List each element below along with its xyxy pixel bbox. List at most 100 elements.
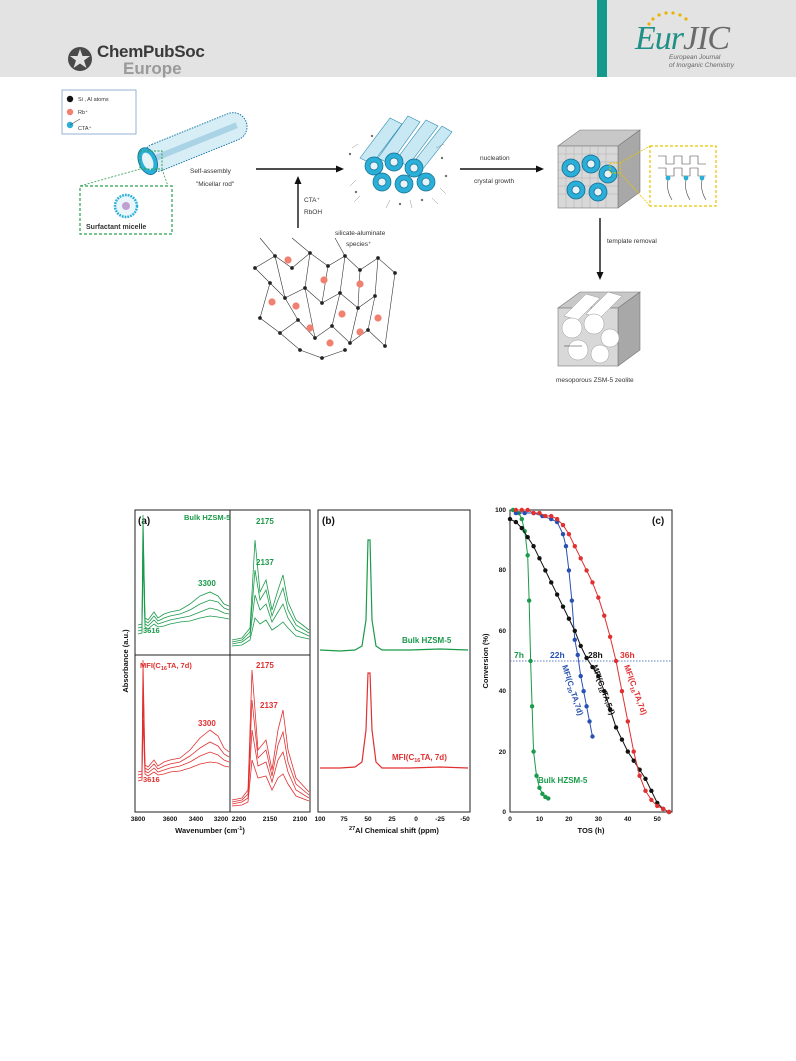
micellar-rod: [137, 112, 248, 175]
series-3-point: [607, 634, 613, 640]
series-1-point: [549, 516, 554, 522]
panel-b-label-bulk: Bulk HZSM-5: [402, 636, 452, 645]
crystal-growth-label: crystal growth: [474, 178, 514, 185]
panel-c-time-22h: 22h: [550, 650, 565, 660]
series-1-point: [563, 544, 569, 549]
legend-cta: CTA⁺: [78, 125, 92, 132]
arrow-self-assembly: [256, 165, 344, 173]
series-0-point: [546, 796, 551, 801]
series-3-point: [513, 507, 519, 513]
series-2-point: [513, 519, 519, 525]
results-figure: (a) Bulk HZSM-5 MFI(C16TA, 7d) 3616 3300…: [121, 507, 673, 835]
series-2-point: [590, 664, 595, 670]
svg-text:3200: 3200: [214, 816, 229, 823]
publisher-region: Europe: [123, 59, 182, 78]
panel-b-label-mfi: MFI(C16TA, 7d): [392, 753, 447, 764]
series-0-point: [537, 785, 542, 791]
series-2-point: [531, 544, 536, 549]
panel-c-time-36h: 36h: [620, 650, 635, 660]
panel-a-tag: (a): [138, 516, 150, 527]
template-removal-label: template removal: [607, 238, 657, 245]
series-1-point: [578, 673, 583, 679]
svg-text:20: 20: [565, 816, 573, 823]
svg-text:10: 10: [536, 816, 544, 823]
panel-c-conversion-chart: (c) 0 10 20 30 40 50 0 20 40 60 80 100 T…: [481, 507, 673, 835]
journal-jic: JIC: [683, 20, 730, 57]
series-3-point: [537, 510, 542, 516]
series-3-point: [596, 595, 601, 600]
series-0-point: [525, 553, 530, 558]
series-3-point: [631, 749, 636, 754]
series-2-point: [625, 749, 631, 754]
series-2-point: [554, 592, 560, 597]
zeolite-with-template: [557, 129, 717, 209]
series-3-point: [666, 809, 672, 815]
panel-a-top-2137: 2137: [256, 558, 274, 567]
panel-a-xlabel: Wavenumber (cm-1): [175, 826, 245, 835]
series-2-point: [566, 616, 572, 621]
legend-rb: Rb⁺: [78, 109, 88, 116]
series-3-point: [554, 516, 560, 522]
panel-a-top-title: Bulk HZSM-5: [184, 513, 230, 522]
legend-si-al: Si , Al atoms: [78, 97, 109, 103]
surfactant-micelle-inset: Surfactant micelle: [79, 150, 173, 235]
series-2-point: [631, 758, 636, 763]
series-0-point: [528, 658, 533, 664]
micellar-rod-label: "Micellar rod": [196, 181, 235, 188]
series-3-point: [549, 513, 554, 519]
panel-a-top-3616: 3616: [143, 626, 160, 635]
arrow-cta-rboh: [294, 176, 302, 228]
rboh-label: RbOH: [304, 209, 322, 216]
series-0-point: [529, 704, 535, 709]
series-2-point: [549, 580, 554, 585]
journal-wordmark: EurJIC: [635, 20, 730, 58]
series-2-point: [619, 737, 625, 742]
series-2-point: [560, 604, 566, 609]
species-label-1: silicate-aluminate: [335, 230, 386, 237]
svg-text:25: 25: [388, 816, 396, 823]
svg-text:20: 20: [499, 749, 507, 756]
svg-text:3800: 3800: [131, 816, 146, 823]
panel-a-top-oh-curves: [137, 514, 230, 635]
svg-text:40: 40: [624, 816, 632, 823]
mesoporous-label: mesoporous ZSM-5 zeolite: [556, 377, 634, 384]
series-3-point: [590, 580, 595, 585]
panel-a-ylabel: Absorbance (a.u.): [121, 629, 130, 693]
eu-stars-icon: [647, 11, 688, 26]
series-3-point: [637, 773, 642, 778]
svg-text:50: 50: [364, 816, 372, 823]
series-3-point: [643, 788, 648, 794]
series-1-point: [584, 704, 589, 709]
panel-a-top-co-curves: [231, 539, 310, 647]
series-1-point: [560, 531, 566, 537]
series-1-point: [572, 637, 577, 643]
panel-b-mfi-curve: [320, 672, 469, 769]
series-2-point: [537, 556, 542, 561]
micelle-bundle: [348, 115, 453, 209]
eurjic-logo: EurJIC European Journal of Inorganic Che…: [625, 10, 745, 72]
series-0-point: [522, 528, 527, 534]
journal-eur: Eur: [635, 20, 684, 57]
svg-text:3600: 3600: [163, 816, 178, 823]
rb-ions: [268, 256, 382, 347]
svg-text:40: 40: [499, 688, 507, 695]
chempubsoc-star-icon: [68, 47, 92, 71]
series-2-point: [596, 673, 601, 679]
chempubsoc-logo: ChemPubSoc Europe: [65, 42, 205, 79]
svg-text:80: 80: [499, 567, 507, 574]
panel-c-label-bulk: Bulk HZSM-5: [538, 776, 588, 785]
svg-text:75: 75: [340, 816, 348, 823]
panel-b-nmr-spectra: (b) Bulk HZSM-5 MFI(C16TA, 7d) 100 75 50…: [315, 509, 471, 835]
series-2-point: [507, 516, 513, 522]
series-3-point: [543, 513, 548, 519]
series-1-point: [566, 568, 572, 573]
arrow-template-removal: [596, 218, 604, 280]
svg-text:50: 50: [654, 816, 662, 823]
panel-c-ylabel: Conversion (%): [481, 633, 490, 689]
panel-a-bottom-co-curves: [231, 669, 310, 807]
series-3-point: [525, 507, 530, 513]
svg-text:3400: 3400: [189, 816, 204, 823]
mesoporous-zeolite: [557, 291, 641, 367]
svg-text:0: 0: [508, 816, 512, 823]
series-3-point: [566, 531, 572, 537]
